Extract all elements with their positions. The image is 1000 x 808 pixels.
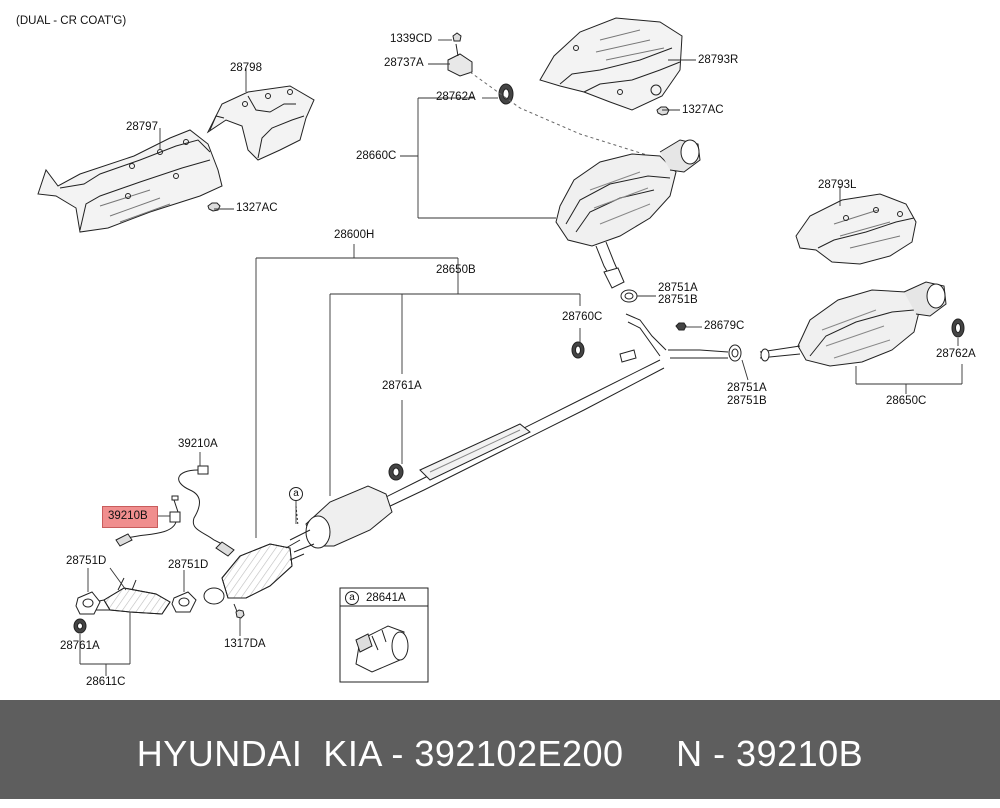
part-label-28751B-bottom: 28751B <box>727 395 767 407</box>
catalytic-converter <box>203 539 305 619</box>
header-note: (DUAL - CR COAT'G) <box>16 15 127 27</box>
part-label-28793R: 28793R <box>698 54 739 66</box>
part-label-28650C: 28650C <box>886 395 927 407</box>
heat-shield-28793L <box>795 193 917 265</box>
part-label-1317DA: 1317DA <box>224 638 266 650</box>
part-label-28679C: 28679C <box>704 320 745 332</box>
footer-bar: HYUNDAI KIA - 392102E200 N - 39210B <box>0 700 1000 799</box>
part-label-39210B-highlighted: 39210B <box>108 510 148 522</box>
footer-part-number: HYUNDAI KIA - 392102E200 N - 39210B <box>136 733 864 774</box>
part-label-28798: 28798 <box>230 62 262 74</box>
oxygen-sensor-39210A <box>178 465 235 557</box>
center-pipe-28650B <box>379 349 665 509</box>
part-label-28760C: 28760C <box>562 311 603 323</box>
highlight-box <box>102 506 158 528</box>
part-label-28600H: 28600H <box>334 229 375 241</box>
heat-shield-28797 <box>37 129 223 233</box>
part-label-28797: 28797 <box>126 121 158 133</box>
part-label-1327AC-left: 1327AC <box>236 202 278 214</box>
part-label-28761A-mid: 28761A <box>382 380 422 392</box>
part-label-28751D-mid: 28751D <box>168 559 209 571</box>
exhaust-diagram <box>37 17 965 683</box>
part-label-28793L: 28793L <box>818 179 857 191</box>
part-label-28611C: 28611C <box>86 676 126 688</box>
rear-muffler-28650C <box>759 281 947 367</box>
part-label-39210A: 39210A <box>178 438 218 450</box>
part-label-28660C: 28660C <box>356 150 397 162</box>
part-label-28650B: 28650B <box>436 264 476 276</box>
part-label-1327AC-right: 1327AC <box>682 104 724 116</box>
detail-box-marker-a: a <box>345 591 359 605</box>
front-pipe-28611C <box>93 577 171 615</box>
part-label-28762A-top: 28762A <box>436 91 476 103</box>
part-label-28737A: 28737A <box>384 57 424 69</box>
part-label-28762A-right: 28762A <box>936 348 976 360</box>
rear-muffler-28660C <box>555 139 701 289</box>
center-resonator <box>289 485 393 553</box>
part-label-28751A-top: 28751A <box>658 282 698 294</box>
heat-shield-28798 <box>206 85 315 161</box>
part-label-28751D-left: 28751D <box>66 555 107 567</box>
oxygen-sensor-39210B <box>115 495 181 547</box>
part-label-1339CD: 1339CD <box>390 33 433 45</box>
callout-marker-a: a <box>289 487 303 501</box>
part-label-28751B-top: 28751B <box>658 294 698 306</box>
part-label-28751A-bottom: 28751A <box>727 382 767 394</box>
heat-shield-28793R <box>539 17 683 111</box>
part-label-28641A: 28641A <box>366 592 406 604</box>
part-label-28761A-left: 28761A <box>60 640 100 652</box>
